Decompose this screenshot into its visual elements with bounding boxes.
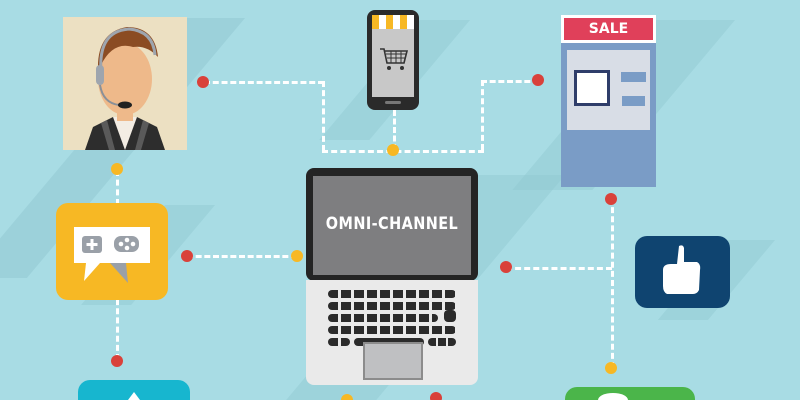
- connector-line: [204, 81, 324, 84]
- connector-line: [187, 255, 297, 258]
- gaming-chat-card: [56, 203, 168, 300]
- shopping-cart-icon: [380, 48, 409, 70]
- connector-dot-red: [500, 261, 512, 273]
- connector-line: [481, 80, 484, 150]
- connector-dot-red: [181, 250, 193, 262]
- phone-shopping-card: [367, 10, 419, 110]
- trackpad: [363, 342, 423, 380]
- sale-sign: SALE: [564, 18, 653, 40]
- connector-line: [506, 267, 612, 270]
- connector-line: [611, 198, 614, 368]
- connector-dot-red: [430, 392, 442, 400]
- connector-dot-yellow: [291, 250, 303, 262]
- game-controller-chat-icon: [74, 227, 150, 283]
- laptop-screen: OMNI-CHANNEL: [313, 176, 471, 275]
- connector-dot-yellow: [387, 144, 399, 156]
- phone-screen: [372, 15, 414, 97]
- connector-dot-red: [532, 74, 544, 86]
- connector-dot-red: [197, 76, 209, 88]
- connector-line: [322, 150, 484, 153]
- home-button: [385, 101, 401, 104]
- card-slot: [621, 72, 646, 82]
- social-like-card[interactable]: [635, 236, 730, 308]
- kiosk-screen: [574, 70, 610, 106]
- connector-line: [116, 170, 119, 205]
- bottom-channel-card-green: [565, 387, 695, 400]
- store-awning: [372, 15, 414, 29]
- chat-icon: [598, 393, 628, 400]
- laptop-base: [306, 280, 478, 385]
- connector-line: [393, 110, 396, 150]
- bottom-channel-card-teal: [78, 380, 190, 400]
- connector-dot-yellow: [605, 362, 617, 374]
- keyboard: [328, 288, 456, 346]
- omni-channel-label: OMNI-CHANNEL: [325, 214, 459, 234]
- laptop-screen-frame: OMNI-CHANNEL: [306, 168, 478, 281]
- home-icon: [128, 392, 140, 400]
- receipt-slot: [622, 96, 645, 106]
- connector-dot-yellow: [341, 394, 353, 400]
- thumbs-up-icon: [663, 245, 701, 294]
- connector-line: [116, 290, 119, 360]
- connector-dot-red: [605, 193, 617, 205]
- support-agent-icon: [85, 27, 165, 150]
- support-agent-card: [63, 17, 187, 150]
- kiosk-panel: [567, 50, 650, 130]
- connector-dot-yellow: [111, 163, 123, 175]
- connector-dot-red: [111, 355, 123, 367]
- sale-kiosk-card: SALE: [561, 15, 656, 187]
- connector-line: [322, 81, 325, 151]
- connector-line: [481, 80, 539, 83]
